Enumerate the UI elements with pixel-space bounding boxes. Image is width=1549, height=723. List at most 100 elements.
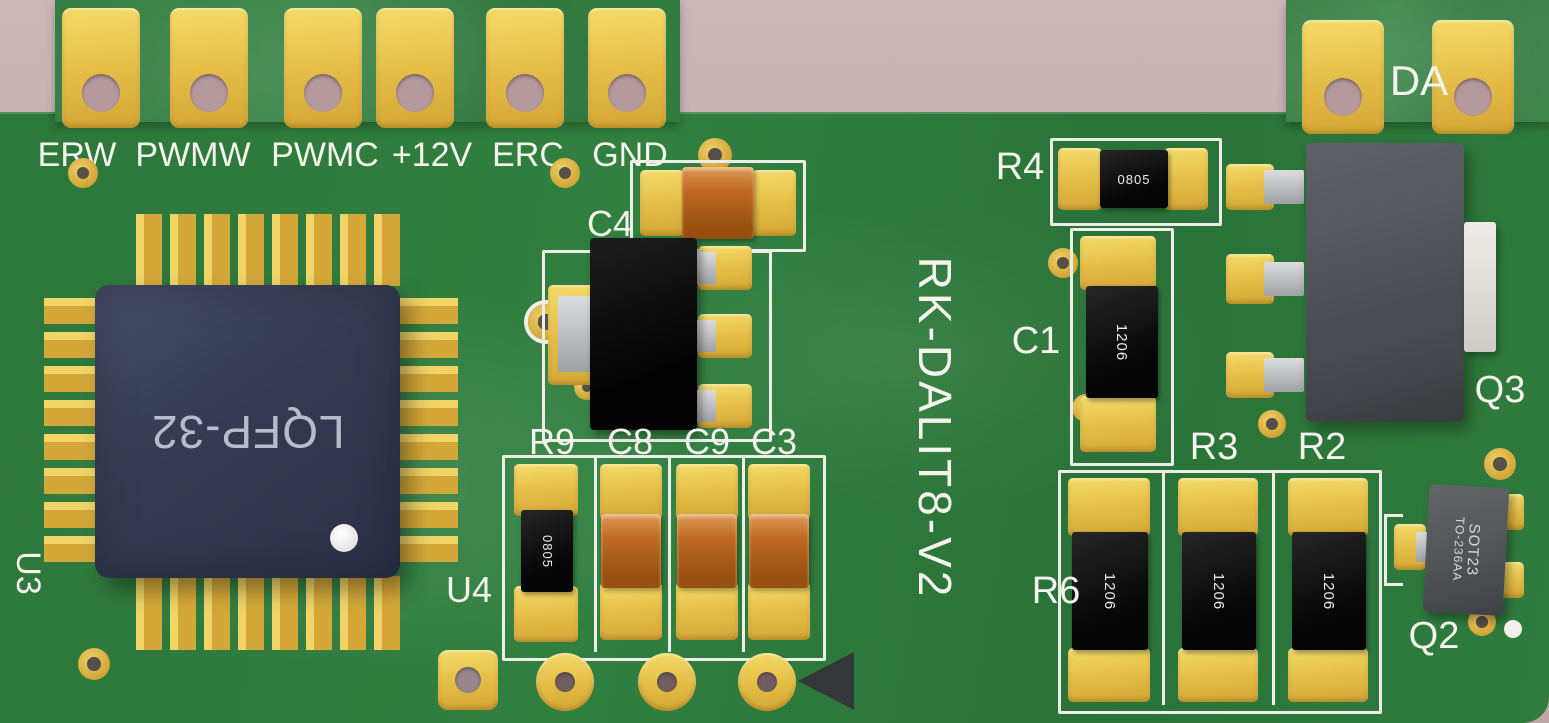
c3-body: [749, 514, 809, 588]
resistor-bank-outline: [1058, 470, 1382, 714]
via: [68, 158, 98, 188]
q3-tab: [1464, 222, 1496, 352]
c1-pad-bottom: [1080, 396, 1156, 452]
c9-pad-top: [676, 464, 738, 520]
pcb-top-connector-block: [55, 0, 680, 122]
r9-body: 0805: [521, 510, 573, 592]
connector-pad-gnd: [588, 8, 666, 128]
q2-body: SOT23 TO-236AA: [1422, 483, 1510, 617]
c3-ref-label: C3: [750, 421, 798, 462]
u4-ref-label: U4: [445, 569, 493, 610]
r3-body: 1206: [1182, 532, 1256, 650]
c4-pad-left: [640, 170, 684, 236]
u3-pins-right: [398, 298, 458, 566]
c9-pad-bottom: [676, 582, 738, 640]
c8-pad-top: [600, 464, 662, 520]
u3-chip-body: LQFP-32: [95, 285, 400, 578]
r2-ref-label: R2: [1297, 425, 1347, 468]
q2-package-marking-2: TO-236AA: [1449, 517, 1467, 583]
r2-size-marking: 1206: [1320, 572, 1338, 610]
r2-pad-bottom: [1288, 648, 1368, 702]
via: [550, 158, 580, 188]
u3-pin1-dot: [330, 524, 358, 552]
r9-size-marking: 0805: [539, 534, 555, 568]
label-da: DA: [1389, 57, 1449, 104]
q2-silkscreen-bracket: [1384, 514, 1403, 586]
connector-pad-erw: [62, 8, 140, 128]
label-pwmc: PWMC: [271, 135, 379, 174]
pad-hole: [608, 74, 646, 112]
label-pwmw: PWMW: [135, 135, 251, 174]
c8-pad-bottom: [600, 582, 662, 640]
r6-ref-label: R6: [1031, 569, 1081, 612]
r4-pad-right: [1164, 148, 1208, 210]
c1-silkscreen-outline: [1070, 228, 1174, 466]
connector-pad-pwmw: [170, 8, 248, 128]
q3-body: [1306, 143, 1464, 422]
r4-body: 0805: [1100, 150, 1168, 208]
fiducial-triangle: [798, 652, 854, 710]
passives-divider: [594, 458, 597, 652]
r3-ref-label: R3: [1189, 425, 1239, 468]
r6-body: 1206: [1072, 532, 1148, 650]
c3-pad-top: [748, 464, 810, 520]
bottom-pad-round: [738, 653, 796, 711]
c3-pad-bottom: [748, 582, 810, 640]
pad-hole: [1324, 78, 1362, 116]
passives-divider: [668, 458, 671, 652]
c1-pad-top: [1080, 236, 1156, 290]
regulator-body: [590, 238, 697, 430]
pad-hole: [455, 667, 481, 693]
passives-divider: [742, 458, 745, 652]
c9-body: [677, 514, 737, 588]
pad-hole: [1454, 78, 1492, 116]
c1-ref-label: C1: [1011, 319, 1061, 362]
via: [1048, 248, 1078, 278]
q3-lead-3: [1264, 358, 1304, 392]
q3-lead-2: [1264, 262, 1304, 296]
pad-hole: [396, 74, 434, 112]
c1-size-marking: 1206: [1113, 323, 1131, 361]
r4-size-marking: 0805: [1117, 171, 1151, 187]
q2-ref-label: Q2: [1408, 614, 1460, 657]
via: [1484, 448, 1516, 480]
u3-pins-left: [44, 298, 104, 566]
r9-ref-label: R9: [528, 421, 576, 462]
pad-hole: [190, 74, 228, 112]
u3-pins-top: [136, 214, 404, 286]
r6-pad-bottom: [1068, 648, 1150, 702]
pad-hole: [657, 672, 677, 692]
connector-pad-da-2: [1432, 20, 1514, 134]
c1-body: 1206: [1086, 286, 1158, 398]
u3-pins-bottom: [136, 576, 404, 650]
pad-hole: [757, 672, 777, 692]
u3-ref-label: U3: [9, 551, 48, 595]
resistor-bank-divider: [1272, 473, 1275, 705]
connector-pad-erc: [486, 8, 564, 128]
c4-ref-label: C4: [586, 203, 634, 244]
r3-pad-top: [1178, 478, 1258, 536]
r6-size-marking: 1206: [1101, 572, 1119, 610]
connector-pad-pwmc: [284, 8, 362, 128]
pad-hole: [555, 672, 575, 692]
connector-pad-da-1: [1302, 20, 1384, 134]
white-dot: [1504, 620, 1522, 638]
r2-pad-top: [1288, 478, 1368, 536]
pad-hole: [304, 74, 342, 112]
c4-pad-right: [752, 170, 796, 236]
q3-lead-1: [1264, 170, 1304, 204]
via: [78, 648, 110, 680]
r9-pad-bottom: [514, 586, 578, 642]
pad-hole: [82, 74, 120, 112]
bottom-pad-square: [438, 650, 498, 710]
r3-size-marking: 1206: [1210, 572, 1228, 610]
r3-pad-bottom: [1178, 648, 1258, 702]
connector-pad-12v: [376, 8, 454, 128]
c8-ref-label: C8: [606, 421, 654, 462]
via: [698, 138, 732, 172]
r6-pad-top: [1068, 478, 1150, 536]
via: [1258, 410, 1286, 438]
r4-ref-label: R4: [995, 145, 1045, 188]
r4-pad-left: [1058, 148, 1102, 210]
pad-hole: [506, 74, 544, 112]
